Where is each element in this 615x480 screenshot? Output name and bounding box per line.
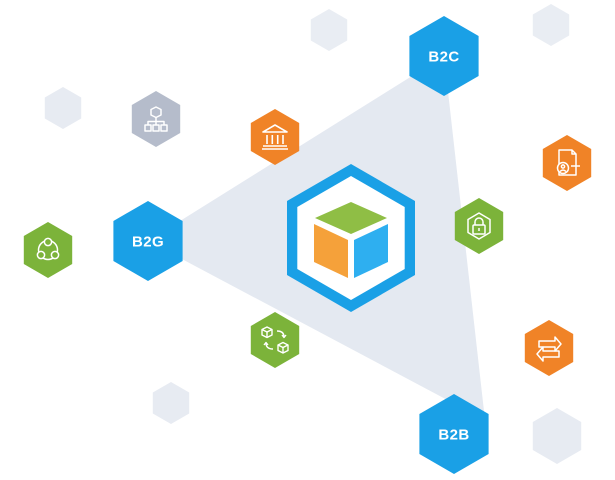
bank-icon	[250, 109, 300, 165]
cube-right-face	[354, 224, 388, 278]
cube-top-face	[315, 202, 387, 234]
decorative-hexagon	[532, 4, 570, 46]
box-exchange-icon	[250, 312, 300, 368]
b2c-node[interactable]: B2C	[409, 16, 479, 96]
b2g-label: B2G	[132, 234, 164, 251]
decorative-hexagon	[532, 408, 582, 464]
b2b-node[interactable]: B2B	[419, 394, 489, 474]
decorative-hexagon	[310, 9, 348, 51]
central-cube-icon	[287, 164, 415, 312]
arrows-exchange-icon	[524, 320, 574, 376]
hierarchy-icon	[131, 91, 181, 147]
network-circle-icon	[23, 222, 73, 278]
b2c-label: B2C	[428, 49, 459, 66]
decorative-hexagon	[44, 87, 82, 129]
cube-left-face	[314, 224, 348, 278]
b2g-node[interactable]: B2G	[113, 201, 183, 281]
padlock-icon	[454, 198, 504, 254]
decorative-hexagon	[152, 382, 190, 424]
document-user-icon	[542, 135, 592, 191]
b2b-label: B2B	[438, 427, 469, 444]
